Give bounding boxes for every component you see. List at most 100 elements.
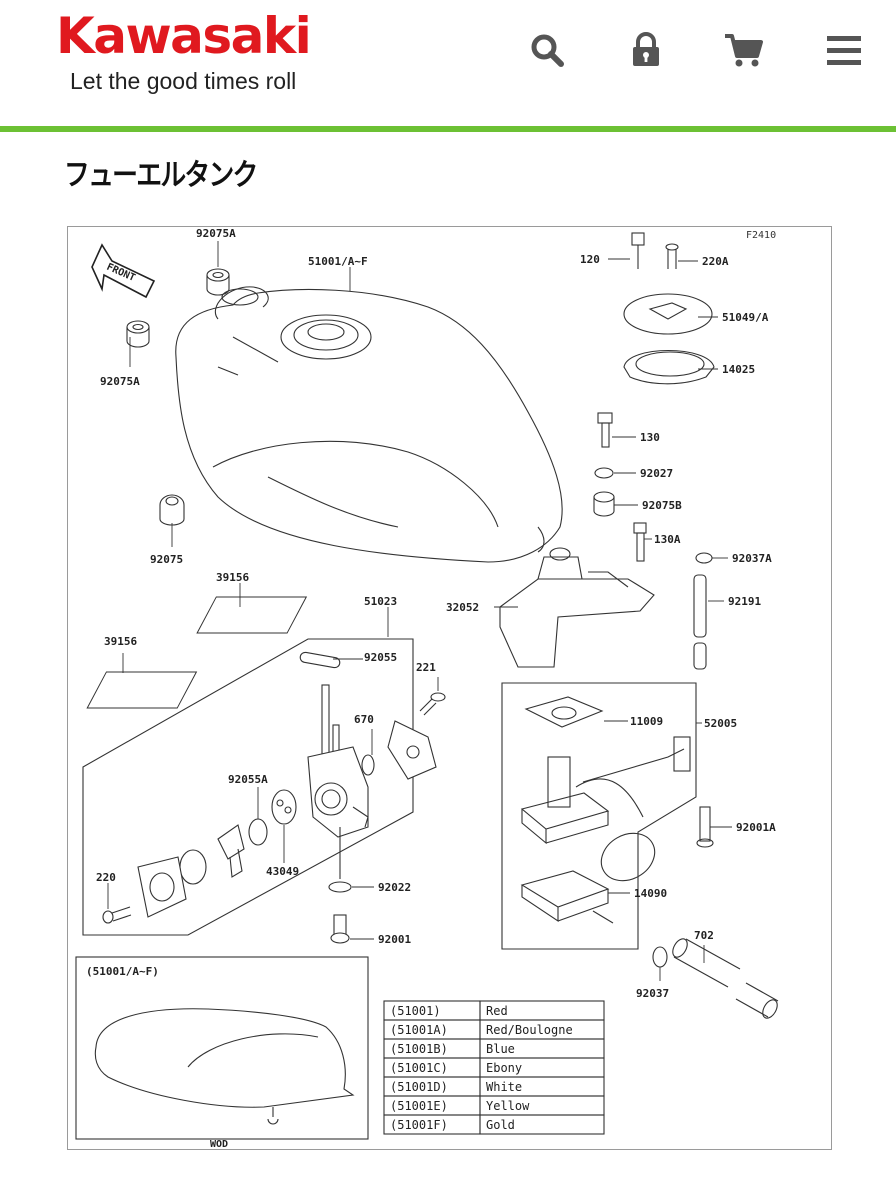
color-name: Red/Boulogne bbox=[486, 1023, 573, 1037]
bolt-120 bbox=[631, 232, 645, 269]
pad-39156-b bbox=[86, 671, 198, 709]
menu-icon[interactable] bbox=[822, 28, 866, 72]
color-table-row: (51001F) Gold bbox=[383, 1114, 605, 1135]
color-table-row: (51001E) Yellow bbox=[383, 1095, 605, 1116]
fuel-pump-box bbox=[501, 682, 697, 950]
color-code: (51001A) bbox=[390, 1023, 448, 1037]
color-name: Yellow bbox=[486, 1099, 530, 1113]
inset-box bbox=[75, 956, 369, 1140]
color-code: (51001E) bbox=[390, 1099, 448, 1113]
front-arrow-icon: FRONT bbox=[91, 243, 156, 299]
callout-670: 670 bbox=[354, 713, 374, 726]
bolt-220A bbox=[665, 243, 679, 269]
callout-130: 130 bbox=[640, 431, 660, 444]
clamp-92037A bbox=[695, 552, 713, 564]
callout-220A: 220A bbox=[702, 255, 729, 268]
color-code: (51001B) bbox=[390, 1042, 448, 1056]
callout-51001: 51001/A~F bbox=[308, 255, 368, 268]
cover-plate bbox=[387, 720, 437, 780]
damper-92075 bbox=[159, 494, 185, 526]
bolt-92001 bbox=[330, 914, 350, 944]
color-table-row: (51001C) Ebony bbox=[383, 1057, 605, 1078]
color-table-row: (51001A) Red/Boulogne bbox=[383, 1019, 605, 1040]
callout-92075A-left: 92075A bbox=[100, 375, 140, 388]
oring-670 bbox=[361, 754, 375, 776]
color-name: Ebony bbox=[486, 1061, 522, 1075]
parts-diagram: F2410 FRONT bbox=[67, 226, 832, 1150]
inset-tank bbox=[94, 1008, 355, 1125]
lock-icon[interactable] bbox=[624, 28, 668, 72]
bolt-130A bbox=[633, 522, 647, 562]
pump-unit bbox=[520, 736, 691, 845]
callout-92001A: 92001A bbox=[736, 821, 776, 834]
ring-14025 bbox=[623, 349, 715, 385]
pad-39156-a bbox=[196, 596, 308, 634]
color-code: (51001C) bbox=[390, 1061, 448, 1075]
site-header: Kawasaki Let the good times roll bbox=[0, 0, 896, 126]
callout-51023: 51023 bbox=[364, 595, 397, 608]
inset-tag: WOD bbox=[210, 1139, 228, 1149]
color-table-row: (51001D) White bbox=[383, 1076, 605, 1097]
gasket-92055 bbox=[299, 651, 341, 669]
washer-ring bbox=[179, 849, 207, 885]
fuel-cock-box bbox=[82, 638, 414, 936]
callout-92191: 92191 bbox=[728, 595, 761, 608]
callout-92075B: 92075B bbox=[642, 499, 682, 512]
callout-220: 220 bbox=[96, 871, 116, 884]
damper-92075B bbox=[593, 491, 615, 517]
lever bbox=[217, 824, 245, 878]
brand-logo[interactable]: Kawasaki bbox=[56, 7, 312, 65]
callout-92055A: 92055A bbox=[228, 773, 268, 786]
callout-32052: 32052 bbox=[446, 601, 479, 614]
color-table-row: (51001) Red bbox=[383, 1000, 605, 1021]
screw-221 bbox=[419, 692, 446, 716]
inset-label: (51001/A~F) bbox=[86, 965, 159, 978]
cap-plate-51049A bbox=[623, 293, 713, 335]
bolt-130 bbox=[597, 412, 613, 448]
bolt-92001A bbox=[696, 806, 714, 848]
callout-92055: 92055 bbox=[364, 651, 397, 664]
diaphragm-43049 bbox=[271, 789, 297, 825]
callout-39156-b: 39156 bbox=[104, 635, 137, 648]
callout-92022: 92022 bbox=[378, 881, 411, 894]
color-name: Gold bbox=[486, 1118, 515, 1132]
callout-702: 702 bbox=[694, 929, 714, 942]
page-title: フューエルタンク bbox=[64, 158, 258, 193]
callout-92037A: 92037A bbox=[732, 552, 772, 565]
callout-221: 221 bbox=[416, 661, 436, 674]
callout-92037: 92037 bbox=[636, 987, 669, 1000]
hose-92191 bbox=[693, 574, 707, 670]
color-code: (51001) bbox=[390, 1004, 441, 1018]
callout-92075A-top: 92075A bbox=[196, 227, 236, 240]
figure-code: F2410 bbox=[746, 230, 776, 241]
callout-52005: 52005 bbox=[704, 717, 737, 730]
gasket-11009 bbox=[524, 696, 604, 728]
brand-tagline: Let the good times roll bbox=[70, 68, 297, 94]
fuel-cock bbox=[307, 684, 369, 879]
callout-14025: 14025 bbox=[722, 363, 755, 376]
cart-icon[interactable] bbox=[722, 28, 766, 72]
callout-39156-a: 39156 bbox=[216, 571, 249, 584]
callout-11009: 11009 bbox=[630, 715, 663, 728]
callout-92001: 92001 bbox=[378, 933, 411, 946]
color-code: (51001F) bbox=[390, 1118, 448, 1132]
fuel-tank bbox=[175, 286, 563, 563]
filter-cylinder bbox=[600, 832, 656, 882]
color-name: Blue bbox=[486, 1042, 515, 1056]
callout-92075: 92075 bbox=[150, 553, 183, 566]
mount-plate-220 bbox=[137, 856, 187, 918]
callout-51049A: 51049/A bbox=[722, 311, 769, 324]
color-code: (51001D) bbox=[390, 1080, 448, 1094]
damper-92075A-top bbox=[206, 268, 230, 296]
hose-702 bbox=[672, 938, 779, 1019]
damper-92075A-left bbox=[126, 320, 150, 348]
search-icon[interactable] bbox=[525, 28, 569, 72]
color-table-row: (51001B) Blue bbox=[383, 1038, 605, 1059]
callout-120: 120 bbox=[580, 253, 600, 266]
color-name: Red bbox=[486, 1004, 508, 1018]
clamp-92037 bbox=[652, 946, 668, 968]
callout-43049: 43049 bbox=[266, 865, 299, 878]
color-name: White bbox=[486, 1080, 522, 1094]
callout-92027: 92027 bbox=[640, 467, 673, 480]
color-table: (51001) Red (51001A) Red/Boulogne (51001B) Bl… bbox=[383, 1000, 605, 1135]
